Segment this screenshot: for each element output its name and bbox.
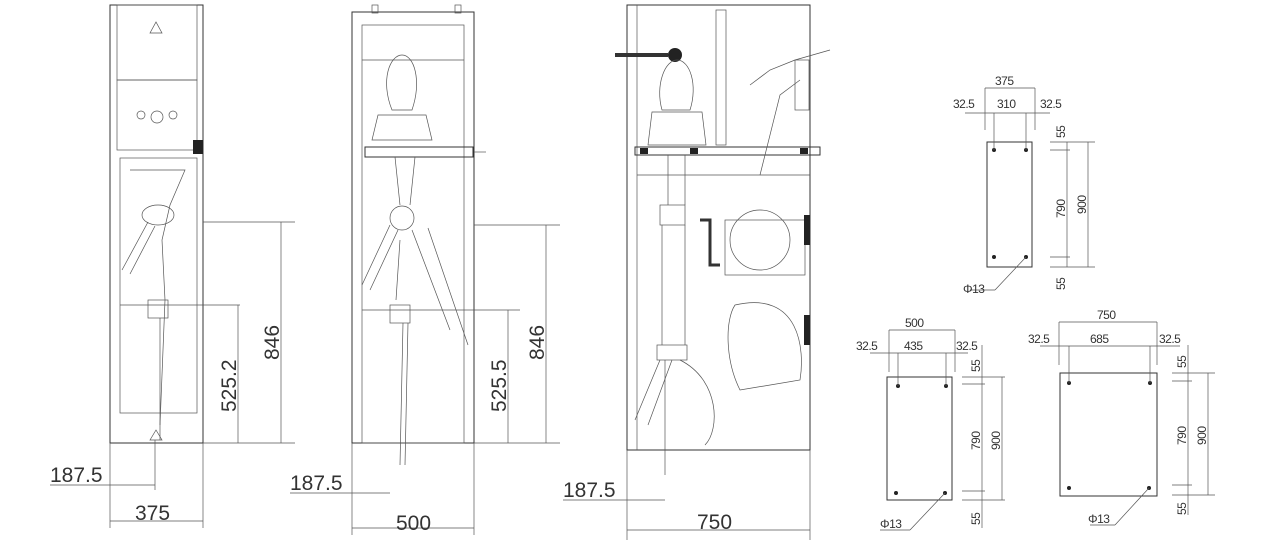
plan-1-edge-bottom: 55 xyxy=(1054,277,1068,290)
plan-2-margin-left: 32.5 xyxy=(856,339,878,353)
plan-1-total: 375 xyxy=(995,74,1014,88)
plan-2-edge-top: 55 xyxy=(969,359,983,372)
cabinet-2-height-mid: 525.5 xyxy=(488,359,511,412)
cabinet-375-dimensions: 375 187.5 846 525.2 xyxy=(50,222,295,528)
plan-1-inner-depth: 790 xyxy=(1054,199,1068,218)
plan-1-margin-right: 32.5 xyxy=(1040,97,1062,111)
cabinet-1-height-total: 846 xyxy=(261,325,284,360)
cabinet-2-width: 500 xyxy=(396,512,431,535)
plan-3-edge-bottom: 55 xyxy=(1175,502,1189,515)
plan-3-hole: Φ13 xyxy=(1088,512,1110,526)
plan-2-total: 500 xyxy=(905,316,924,330)
plan-2-edge-bottom: 55 xyxy=(969,512,983,525)
plan-2-inner-depth: 790 xyxy=(969,431,983,450)
plan-2-margin-right: 32.5 xyxy=(956,339,978,353)
base-plan-750: 750 32.5 685 32.5 55 790 900 55 Φ13 xyxy=(1028,308,1215,526)
plan-1-margin-left: 32.5 xyxy=(953,97,975,111)
cabinet-1-offset: 187.5 xyxy=(50,464,103,487)
plan-1-hole: Φ13 xyxy=(963,282,985,296)
cabinet-750-side-view xyxy=(615,4,831,475)
plan-3-inner: 685 xyxy=(1090,332,1109,346)
cabinet-3-offset: 187.5 xyxy=(563,479,616,502)
cabinet-500-front-view xyxy=(351,4,560,466)
cabinet-1-height-mid: 525.2 xyxy=(218,359,241,412)
plan-3-margin-left: 32.5 xyxy=(1028,332,1050,346)
plan-2-depth: 900 xyxy=(989,431,1003,450)
plan-3-total: 750 xyxy=(1097,308,1116,322)
plan-3-depth: 900 xyxy=(1195,426,1209,445)
base-plan-500: 500 32.5 435 32.5 55 790 900 55 Φ13 xyxy=(856,316,1005,531)
cabinet-1-width: 375 xyxy=(135,502,170,525)
cabinet-2-height-total: 846 xyxy=(526,325,549,360)
cabinet-750-dimensions: 750 187.5 xyxy=(563,450,811,540)
plan-1-inner: 310 xyxy=(997,97,1016,111)
cabinet-375-front-view xyxy=(109,4,295,444)
plan-1-depth: 900 xyxy=(1075,195,1089,214)
base-plan-375: 375 32.5 310 32.5 55 790 900 55 Φ13 xyxy=(953,74,1095,296)
cabinet-2-offset: 187.5 xyxy=(290,472,343,495)
plan-2-inner: 435 xyxy=(904,339,923,353)
plan-3-margin-right: 32.5 xyxy=(1159,332,1181,346)
plan-3-inner-depth: 790 xyxy=(1175,426,1189,445)
cabinet-3-width: 750 xyxy=(697,511,732,534)
plan-3-edge-top: 55 xyxy=(1175,355,1189,368)
plan-2-hole: Φ13 xyxy=(880,517,902,531)
cabinet-500-dimensions: 500 187.5 846 525.5 xyxy=(290,225,560,535)
plan-1-edge-top: 55 xyxy=(1054,125,1068,138)
